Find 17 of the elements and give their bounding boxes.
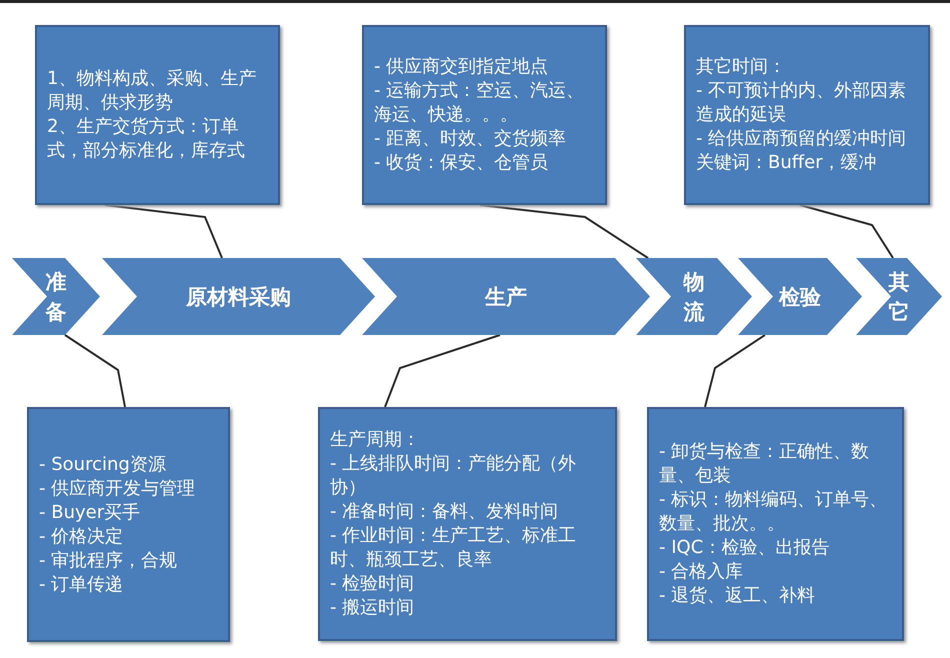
callout-box: 生产周期： - 上线排队时间：产能分配（外协） - 准备时间：备料、发料时间 - 作业时间：生产工艺、标准工时、瓶颈工艺、良率 - 检验时间 - 搬运时间 — [318, 407, 617, 641]
process-step: 其它 — [856, 258, 942, 335]
callout-box: - 供应商交到指定地点 - 运输方式：空运、汽运、海运、快递。。。 - 距离、时效、交货频率 - 收货：保安、仓管员 — [362, 25, 607, 205]
leader-line — [384, 334, 500, 408]
leader-line — [800, 204, 894, 259]
process-step: 原材料采购 — [102, 258, 375, 335]
callout-box: - Sourcing资源 - 供应商开发与管理 - Buyer买手 - 价格决定 - 审批程序，合规 - 订单传递 — [27, 407, 230, 642]
leader-line — [64, 334, 126, 408]
leader-line — [704, 334, 766, 408]
leader-line — [104, 204, 223, 258]
callout-box: 其它时间： - 不可预计的内、外部因素造成的延误 - 给供应商预留的缓冲时间 关键词：Buffer，缓冲 — [684, 25, 930, 205]
process-step: 物流 — [636, 258, 752, 335]
process-step: 准备 — [12, 258, 100, 335]
callout-box: 1、物料构成、采购、生产周期、供求形势 2、生产交货方式：订单式，部分标准化，库存式 — [35, 25, 280, 205]
leader-line — [480, 204, 649, 259]
callout-box: - 卸货与检查：正确性、数量、包装 - 标识：物料编码、订单号、数量、批次。。 - IQC：检验、出报告 - 合格入库 - 退货、返工、补料 — [647, 407, 904, 641]
process-step: 检验 — [738, 258, 862, 335]
